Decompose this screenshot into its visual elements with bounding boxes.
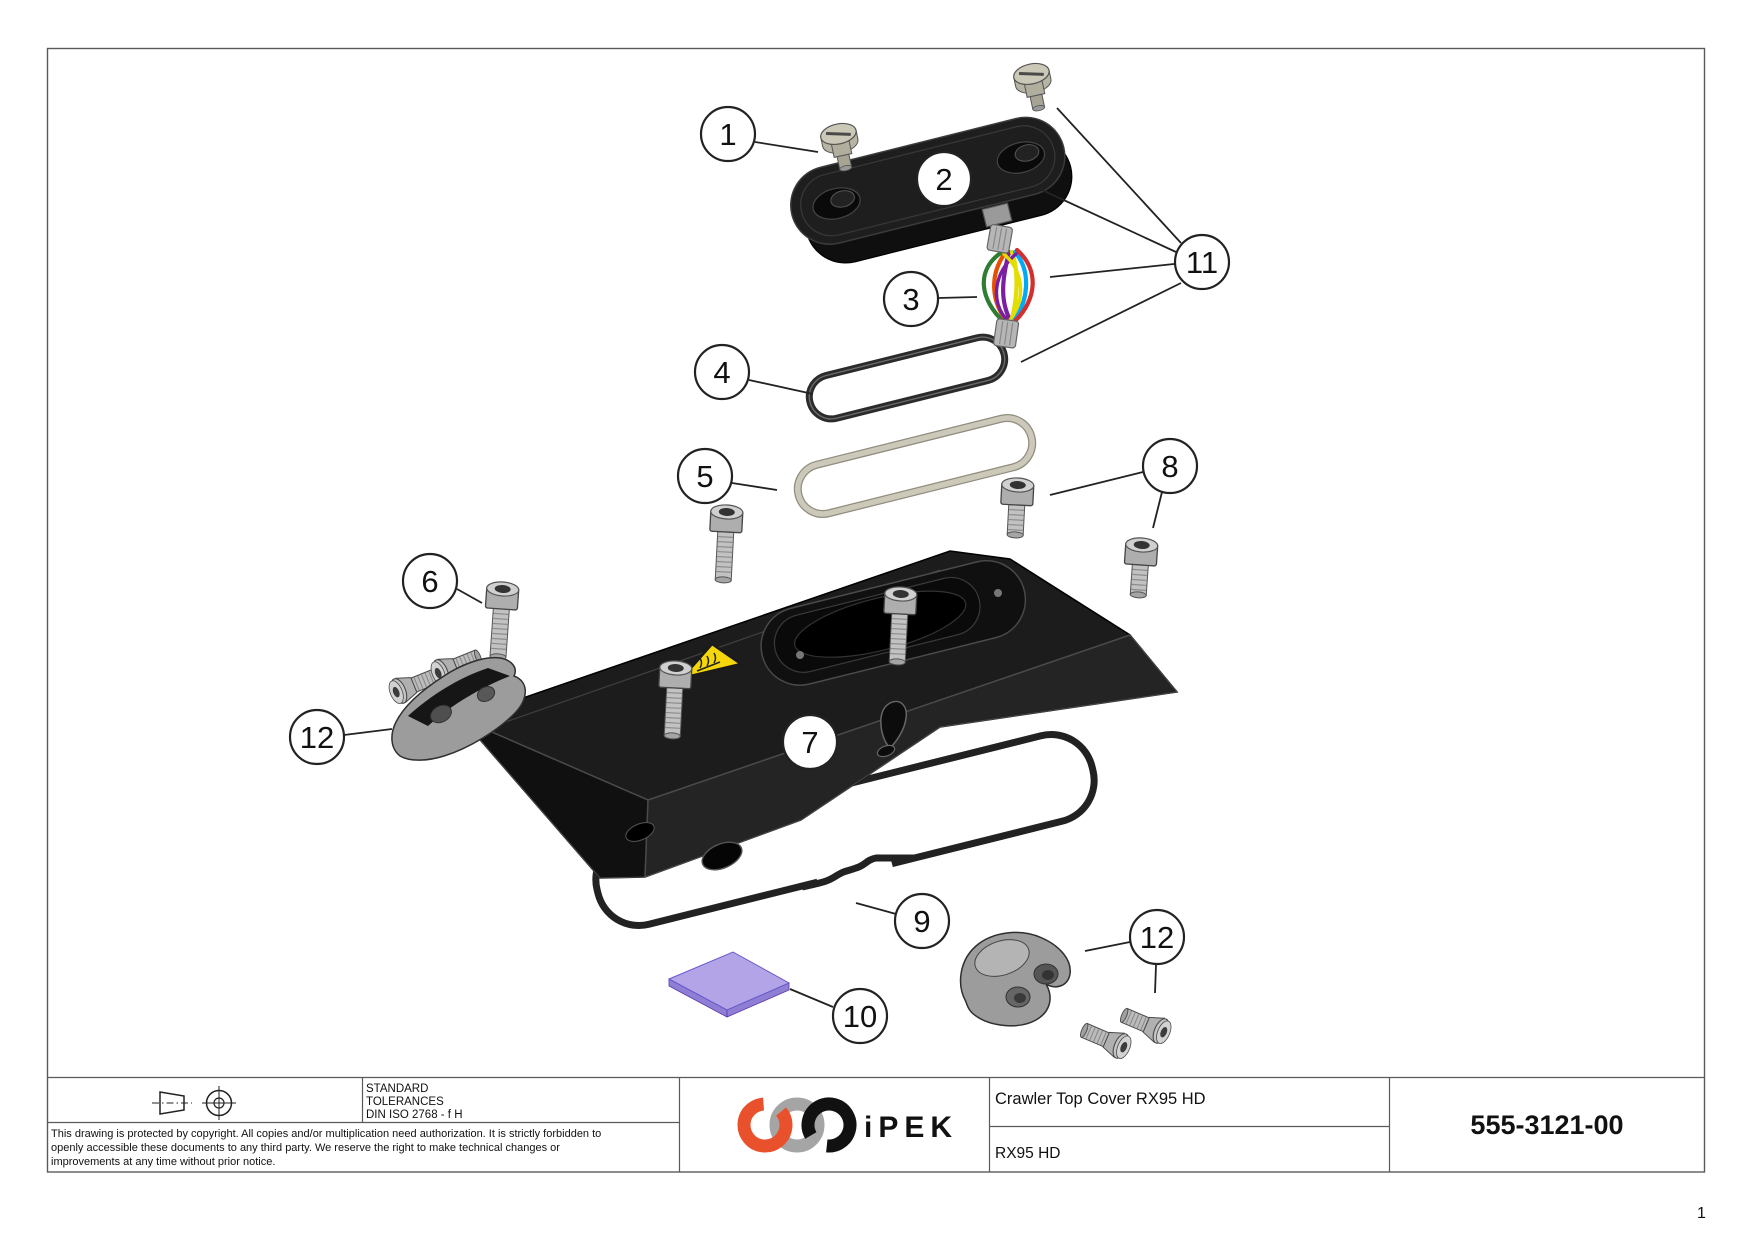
svg-text:5: 5 xyxy=(696,459,713,494)
callout-11: 11 xyxy=(1020,107,1231,363)
svg-text:8: 8 xyxy=(1161,449,1178,484)
svg-text:6: 6 xyxy=(421,564,438,599)
svg-text:TOLERANCES: TOLERANCES xyxy=(366,1096,444,1108)
tolerance-note: STANDARD TOLERANCES DIN ISO 2768 - f H xyxy=(366,1083,463,1121)
hot-surface-warning-icon xyxy=(680,642,743,680)
callout-10: 10 xyxy=(789,987,889,1045)
callout-9: 9 xyxy=(855,892,951,950)
svg-text:3: 3 xyxy=(902,282,919,317)
sheet-border xyxy=(46,47,1706,1173)
svg-text:4: 4 xyxy=(713,355,730,390)
svg-text:10: 10 xyxy=(843,999,877,1034)
svg-text:7: 7 xyxy=(801,725,818,760)
ipek-logo: iPEK xyxy=(737,1097,958,1153)
clamp-bracket-right-12 xyxy=(959,931,1175,1063)
svg-text:2: 2 xyxy=(935,162,952,197)
svg-text:This drawing is protected by c: This drawing is protected by copyright. … xyxy=(51,1128,601,1140)
svg-text:DIN ISO 2768 - f H: DIN ISO 2768 - f H xyxy=(366,1109,463,1121)
callout-1: 1 xyxy=(699,105,819,163)
svg-text:1: 1 xyxy=(719,117,736,152)
callout-8: 8 xyxy=(1049,437,1199,529)
projection-symbol-icon xyxy=(152,1086,236,1120)
drawing-model: RX95 HD xyxy=(995,1145,1060,1162)
callout-4: 4 xyxy=(693,343,814,401)
svg-text:12: 12 xyxy=(1140,920,1174,955)
drawing-title: Crawler Top Cover RX95 HD xyxy=(995,1090,1206,1108)
o-ring-5 xyxy=(793,414,1037,518)
o-ring-4 xyxy=(805,333,1009,423)
cable-bundle-3 xyxy=(981,223,1035,349)
callout-12: 12 xyxy=(288,708,393,766)
callout-2: 2 xyxy=(915,150,973,208)
callout-12: 12 xyxy=(1084,908,1186,994)
thermal-pad-10 xyxy=(667,951,791,1018)
ipek-logo-text: iPEK xyxy=(864,1111,958,1144)
svg-text:9: 9 xyxy=(913,904,930,939)
page-number: 1 xyxy=(1697,1205,1706,1222)
sealing-screw-top xyxy=(1010,58,1059,116)
callout-7: 7 xyxy=(781,713,839,771)
copyright-note: This drawing is protected by copyright. … xyxy=(51,1128,601,1168)
callout-3: 3 xyxy=(882,270,978,328)
svg-text:12: 12 xyxy=(300,720,334,755)
screw-6 xyxy=(481,580,520,662)
callout-6: 6 xyxy=(401,552,483,610)
crawler-top-cover-7 xyxy=(460,550,1179,879)
svg-text:STANDARD: STANDARD xyxy=(366,1083,428,1095)
callout-5: 5 xyxy=(676,447,778,505)
svg-text:openly accessible these docume: openly accessible these documents to any… xyxy=(51,1142,560,1154)
clamp-bracket-left-12 xyxy=(385,643,526,761)
part-number: 555-3121-00 xyxy=(1470,1110,1623,1140)
svg-text:11: 11 xyxy=(1186,245,1218,280)
svg-text:improvements at any time witho: improvements at any time without prior n… xyxy=(51,1156,275,1168)
